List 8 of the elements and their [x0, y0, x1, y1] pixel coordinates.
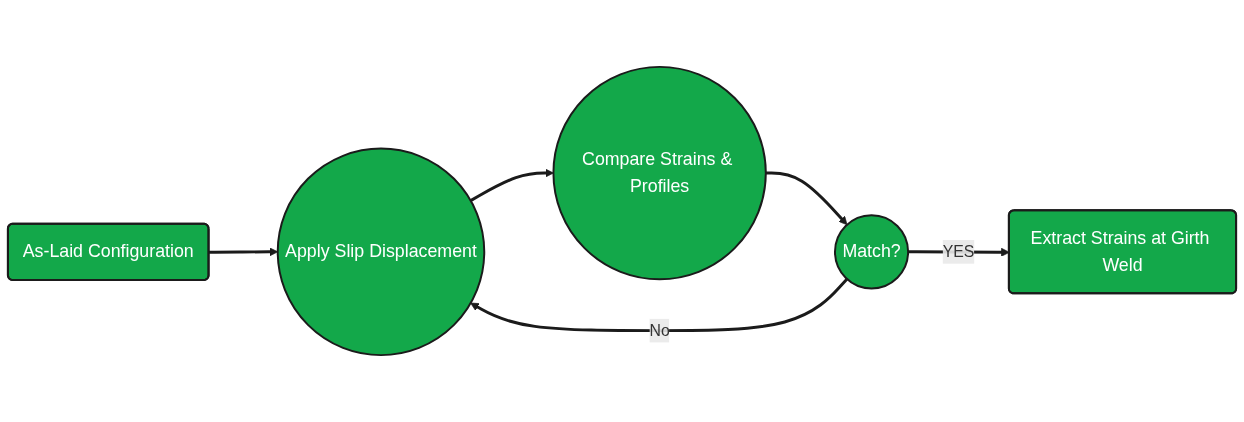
edge-label: No — [649, 321, 670, 339]
node-circle: Match? — [834, 214, 910, 290]
arrow — [470, 278, 849, 333]
node-circle: Apply Slip Displacement — [276, 147, 486, 357]
node-circle: Compare Strains & Profiles — [552, 65, 767, 281]
arrow — [469, 168, 554, 202]
edge-label: YES — [942, 242, 975, 260]
arrow — [765, 171, 848, 226]
